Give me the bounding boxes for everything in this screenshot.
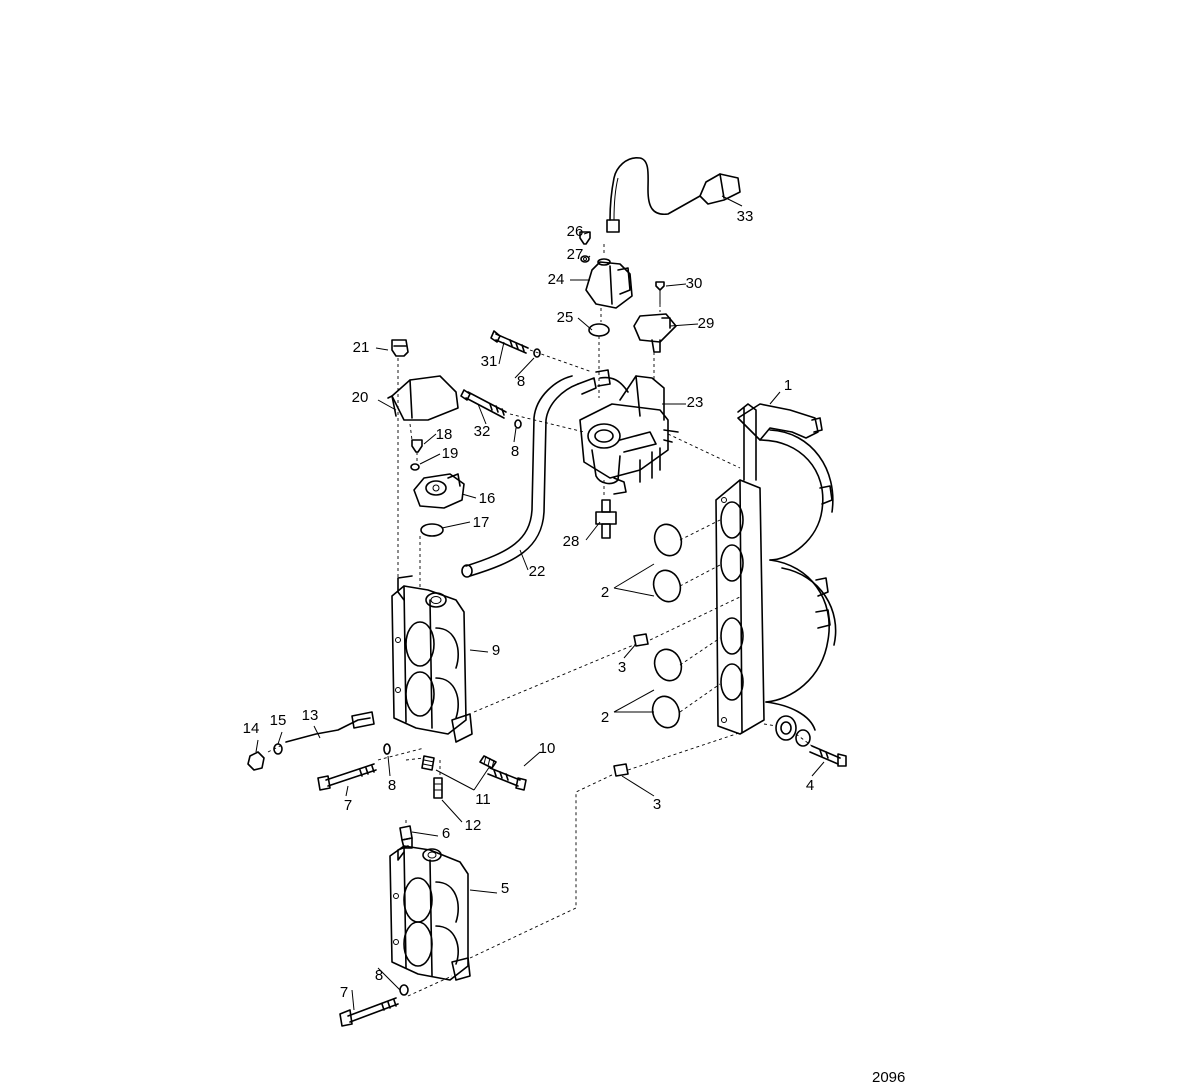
callout-c29: 29: [698, 315, 715, 332]
callout-c7b: 7: [340, 984, 348, 1001]
sensor-assembly: [579, 231, 633, 337]
hardware: [247, 330, 847, 1027]
callout-c1: 1: [784, 377, 792, 394]
map-sensor: [633, 281, 677, 353]
callout-c30: 30: [686, 275, 703, 292]
callout-c20: 20: [352, 389, 369, 406]
callout-c21: 21: [353, 339, 370, 356]
callout-c2a: 2: [601, 584, 609, 601]
callout-c13: 13: [302, 707, 319, 724]
callout-c8c: 8: [388, 777, 396, 794]
callout-c2b: 2: [601, 709, 609, 726]
callout-c33: 33: [737, 208, 754, 225]
callout-c4: 4: [806, 777, 814, 794]
callout-c12: 12: [465, 817, 482, 834]
callout-c17: 17: [473, 514, 490, 531]
callout-c16: 16: [479, 490, 496, 507]
bracket-assembly: [579, 369, 679, 495]
callout-c5: 5: [501, 880, 509, 897]
tps-sensor: [410, 439, 465, 537]
callout-c28: 28: [563, 533, 580, 550]
callout-c7a: 7: [344, 797, 352, 814]
callout-c14: 14: [243, 720, 260, 737]
vacuum-hose: [461, 375, 597, 578]
wiring-harness: [606, 157, 741, 233]
callout-c19: 19: [442, 445, 459, 462]
callout-c8a: 8: [517, 373, 525, 390]
callout-c6: 6: [442, 825, 450, 842]
leader-lines: [255, 195, 825, 1011]
callout-c8b: 8: [511, 443, 519, 460]
callout-c27: 27: [567, 246, 584, 263]
callout-c18: 18: [436, 426, 453, 443]
callout-c9: 9: [492, 642, 500, 659]
callout-c8d: 8: [375, 967, 383, 984]
callout-c23: 23: [687, 394, 704, 411]
cover-shield: [387, 339, 459, 421]
callout-c3b: 3: [653, 796, 661, 813]
throttle-body-lower: [389, 845, 471, 981]
alignment-lines: [267, 244, 813, 997]
callout-c3a: 3: [618, 659, 626, 676]
callout-c25: 25: [557, 309, 574, 326]
callout-c10: 10: [539, 740, 556, 757]
callout-c26: 26: [567, 223, 584, 240]
gaskets: [651, 523, 683, 729]
figure-number: 2096: [872, 1069, 905, 1084]
throttle-body-upper: [391, 575, 473, 743]
callout-c22: 22: [529, 563, 546, 580]
callout-c24: 24: [548, 271, 565, 288]
callout-c15: 15: [270, 712, 287, 729]
callout-c32: 32: [474, 423, 491, 440]
intake-manifold: [715, 403, 837, 747]
callout-c31: 31: [481, 353, 498, 370]
callout-c11: 11: [475, 791, 491, 808]
